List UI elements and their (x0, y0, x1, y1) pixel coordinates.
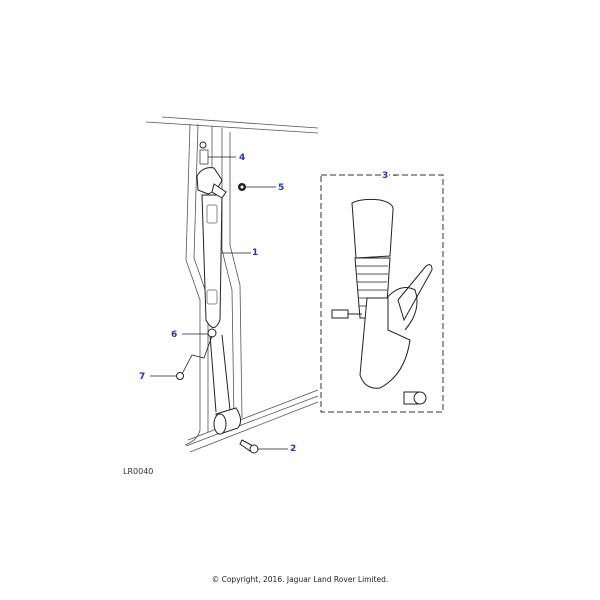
callout-1[interactable]: 1 (252, 248, 259, 258)
lower-anchor-housing (213, 407, 242, 435)
callout-6[interactable]: 6 (171, 330, 178, 340)
inset-box (320, 174, 444, 413)
seat-belt-webbing (201, 194, 231, 413)
callout-4[interactable]: 4 (239, 153, 246, 163)
buckle-assembly (331, 198, 433, 405)
leader-lines (150, 156, 288, 450)
callout-2[interactable]: 2 (290, 444, 297, 454)
reference-code: LR0040 (123, 467, 154, 476)
upper-anchor (196, 141, 227, 199)
copyright-notice: © Copyright, 2016. Jaguar Land Rover Lim… (211, 575, 389, 584)
clip-part (176, 372, 184, 380)
callout-7[interactable]: 7 (139, 372, 146, 382)
anchor-bolt-part (239, 439, 259, 454)
body-pillar-outline (145, 116, 319, 453)
retainer-part (207, 328, 217, 338)
callout-5[interactable]: 5 (278, 183, 285, 193)
callout-3[interactable]: 3 (381, 171, 390, 181)
